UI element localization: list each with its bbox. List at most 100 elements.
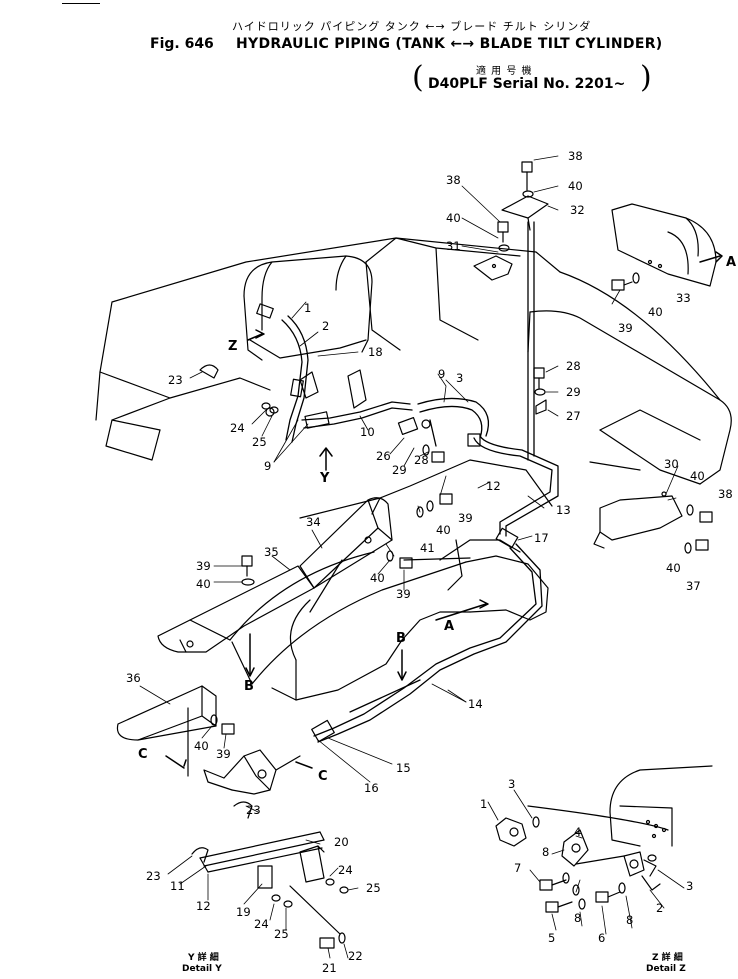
part-label-20: 20 xyxy=(334,835,349,849)
bracket-under-tank xyxy=(299,369,367,409)
part-label-2: 2 xyxy=(322,319,329,333)
part-label-19: 19 xyxy=(236,905,251,919)
part-label-3: 3 xyxy=(456,371,463,385)
part-label-3: 3 xyxy=(686,879,693,893)
part-label-15: 15 xyxy=(396,761,411,775)
part-label-39: 39 xyxy=(216,747,231,761)
part-label-24: 24 xyxy=(338,863,353,877)
part-label-31: 31 xyxy=(446,239,461,253)
part-label-32: 32 xyxy=(570,203,585,217)
part-label-17: 17 xyxy=(534,531,549,545)
clamp-27 xyxy=(535,399,547,415)
bolts-and-washers xyxy=(199,161,713,735)
part-label-40: 40 xyxy=(568,179,583,193)
part-label-23: 23 xyxy=(146,869,161,883)
detail-z-jp-caption: Z 詳 細 xyxy=(652,953,683,963)
part-label-35: 35 xyxy=(264,545,279,559)
view-letter-a: A xyxy=(444,619,454,634)
view-arrows xyxy=(165,251,723,769)
detail-z-caption: Detail Z xyxy=(646,964,686,974)
detail-y-jp-caption: Y 詳 細 xyxy=(188,953,219,963)
part-label-39: 39 xyxy=(396,587,411,601)
part-label-28: 28 xyxy=(414,453,429,467)
part-label-3: 3 xyxy=(508,777,515,791)
serial-applicability: D40PLF Serial No. 2201~ xyxy=(428,76,626,92)
part-label-1: 1 xyxy=(304,301,311,315)
figure-title: HYDRAULIC PIPING (TANK ←→ BLADE TILT CYL… xyxy=(236,36,663,52)
guard-33 xyxy=(611,203,717,287)
bracket-32 xyxy=(501,195,549,231)
part-label-41: 41 xyxy=(420,541,435,555)
part-label-40: 40 xyxy=(370,571,385,585)
part-label-21: 21 xyxy=(322,961,337,975)
part-label-6: 6 xyxy=(598,931,605,945)
detail-z xyxy=(495,765,713,913)
top-rule xyxy=(62,3,100,4)
cover-35 xyxy=(157,565,315,653)
part-label-12: 12 xyxy=(196,899,211,913)
part-label-40: 40 xyxy=(690,469,705,483)
japanese-applicability: 適 用 号 機 xyxy=(476,66,533,77)
leader-lines xyxy=(139,155,679,783)
part-label-8: 8 xyxy=(574,911,581,925)
cover-34 xyxy=(299,497,393,589)
figure-number: Fig. 646 xyxy=(150,36,214,52)
part-label-5: 5 xyxy=(548,931,555,945)
part-label-25: 25 xyxy=(252,435,267,449)
part-label-38: 38 xyxy=(718,487,733,501)
hydraulic-hoses xyxy=(281,221,559,743)
part-label-8: 8 xyxy=(626,913,633,927)
view-letter-b: B xyxy=(244,679,254,694)
part-label-8: 8 xyxy=(542,845,549,859)
part-label-36: 36 xyxy=(126,671,141,685)
part-label-40: 40 xyxy=(196,577,211,591)
part-label-2: 2 xyxy=(656,901,663,915)
bracket-30 xyxy=(593,491,683,549)
serial-open-paren: ( xyxy=(412,60,424,95)
part-label-25: 25 xyxy=(274,927,289,941)
part-label-24: 24 xyxy=(230,421,245,435)
serial-close-paren: ) xyxy=(640,60,652,95)
tractor-body-outline xyxy=(95,237,732,485)
detail-y-leaders xyxy=(167,805,359,959)
part-label-22: 22 xyxy=(348,949,363,963)
view-letters: Z Y A A B B C C xyxy=(138,255,736,784)
part-label-12: 12 xyxy=(486,479,501,493)
part-label-16: 16 xyxy=(364,781,379,795)
part-label-39: 39 xyxy=(196,559,211,573)
cover-36 xyxy=(116,685,217,777)
part-label-18: 18 xyxy=(368,345,383,359)
part-label-28: 28 xyxy=(566,359,581,373)
japanese-title: ハイドロリック パイピング タンク ←→ ブレード チルト シリンダ xyxy=(232,20,592,33)
hose-fittings xyxy=(256,303,519,743)
part-label-4: 4 xyxy=(574,825,581,839)
part-label-11: 11 xyxy=(170,879,185,893)
hydraulic-tank xyxy=(243,255,373,361)
part-label-39: 39 xyxy=(458,511,473,525)
part-label-37: 37 xyxy=(686,579,701,593)
part-label-39: 39 xyxy=(618,321,633,335)
part-label-9: 9 xyxy=(264,459,271,473)
part-label-40: 40 xyxy=(436,523,451,537)
part-label-29: 29 xyxy=(566,385,581,399)
part-label-23: 23 xyxy=(246,803,261,817)
part-label-13: 13 xyxy=(556,503,571,517)
part-label-9: 9 xyxy=(438,367,445,381)
part-label-33: 33 xyxy=(676,291,691,305)
part-label-27: 27 xyxy=(566,409,581,423)
part-label-10: 10 xyxy=(360,425,375,439)
part-label-7: 7 xyxy=(514,861,521,875)
detail-y xyxy=(191,801,349,949)
part-label-29: 29 xyxy=(392,463,407,477)
detail-z-leaders xyxy=(487,789,685,935)
part-label-1: 1 xyxy=(480,797,487,811)
view-letter-z: Z xyxy=(228,339,237,354)
view-letter-b: B xyxy=(396,631,406,646)
part-label-14: 14 xyxy=(468,697,483,711)
part-label-25: 25 xyxy=(366,881,381,895)
view-letter-c: C xyxy=(318,769,328,784)
part-label-24: 24 xyxy=(254,917,269,931)
tilt-cylinder xyxy=(203,749,301,795)
